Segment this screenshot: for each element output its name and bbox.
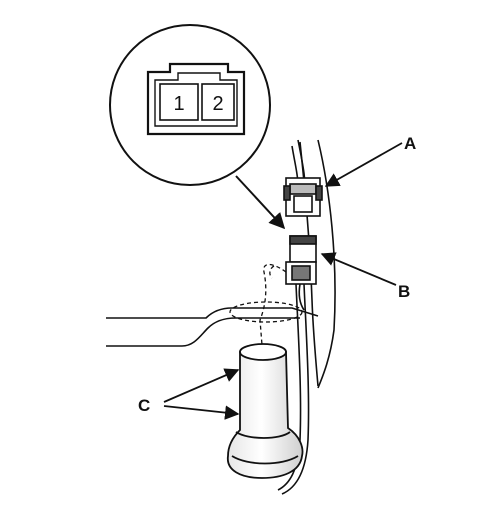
connector-face-inner	[154, 72, 238, 127]
callout-arrow-c-upper	[163, 368, 240, 403]
callout-arrow-b	[320, 252, 397, 286]
connector-b	[285, 235, 317, 285]
rubber-boot	[227, 343, 304, 479]
pin-label-1: 1	[173, 93, 184, 115]
callout-label-b: B	[398, 282, 410, 301]
callout-label-a: A	[404, 134, 416, 153]
connector-detail-view: 1 2	[109, 24, 271, 186]
pin-label-2: 2	[212, 93, 223, 115]
callout-arrow-c-lower	[163, 405, 240, 420]
pin-cavity-1	[159, 83, 199, 121]
callout-label-c: C	[138, 396, 150, 415]
callout-arrow-a	[324, 142, 403, 187]
pin-cavity-2	[201, 83, 235, 121]
detail-leader-arrow	[235, 175, 286, 230]
connector-a	[283, 177, 323, 217]
